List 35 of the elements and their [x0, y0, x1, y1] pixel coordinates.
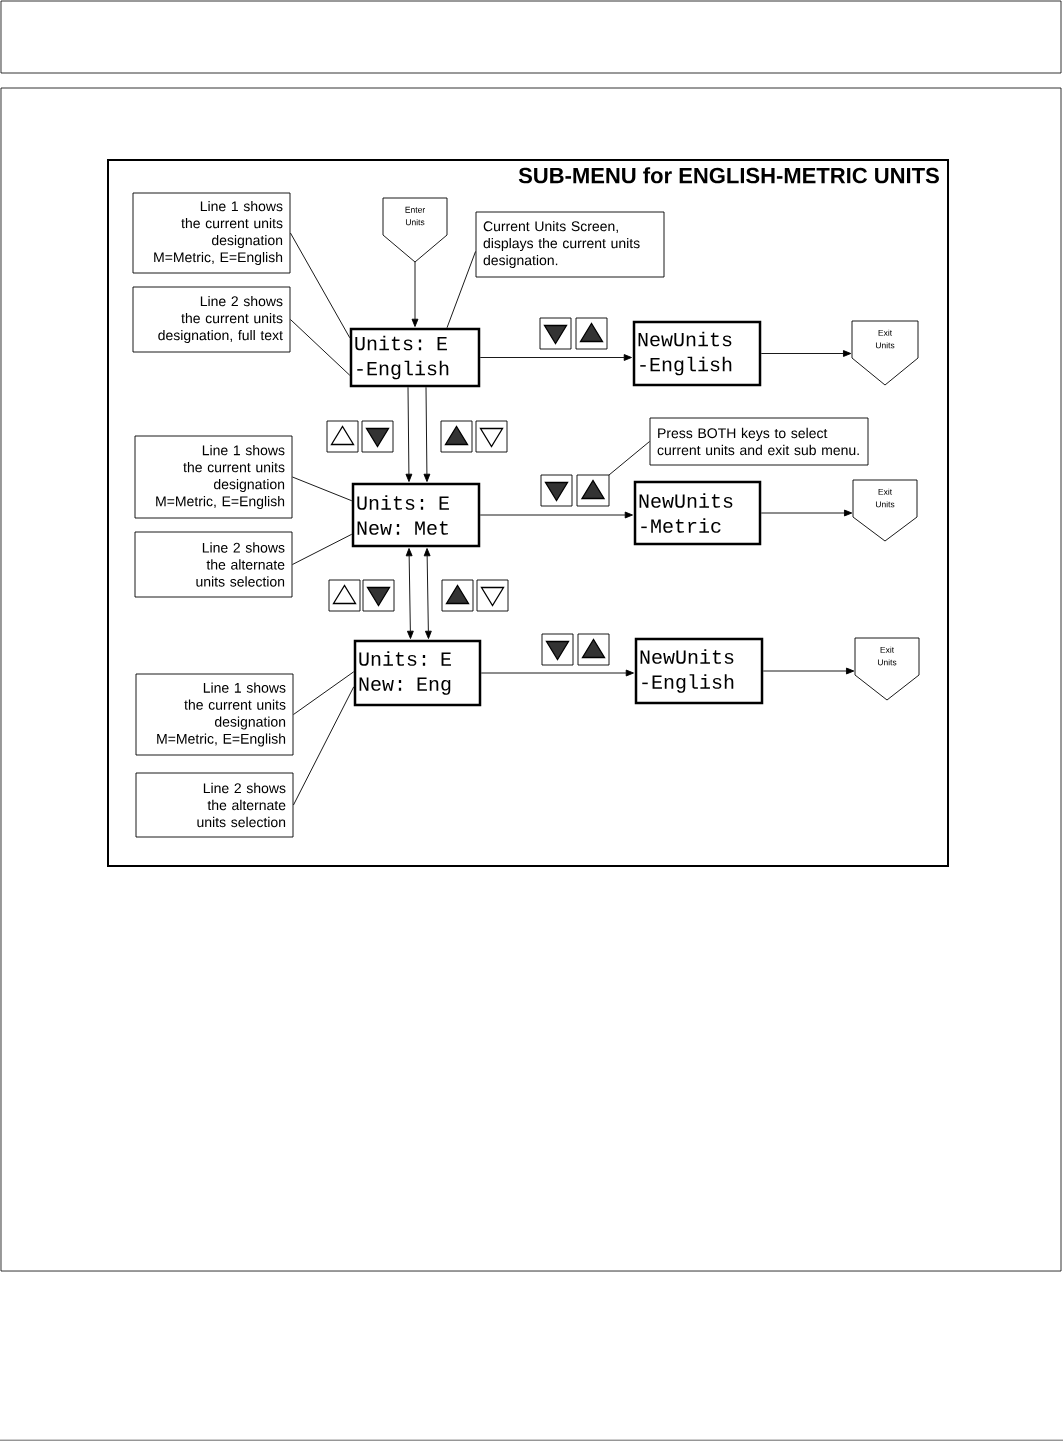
display-screen: Units: E New: Met	[351, 482, 481, 548]
display-screen: NewUnits -Metric	[633, 480, 762, 546]
arrow	[760, 509, 853, 517]
arrow	[480, 669, 634, 677]
arrow	[405, 386, 413, 482]
note-box: Current Units Screen, displays the current units designation.	[475, 211, 665, 278]
arrow	[411, 261, 419, 327]
note-box: Line 1 shows the current units designation M=Metric, E=English	[132, 192, 291, 274]
display-screen: Units: E New: Eng	[353, 639, 482, 707]
note-box: Press BOTH keys to select current units and exit sub menu.	[649, 417, 869, 466]
note-box: Line 2 shows the current units designation, full text	[132, 286, 291, 353]
leader-line	[608, 441, 650, 476]
note-box: Line 2 shows the alternate units selection	[135, 772, 294, 838]
arrow	[423, 386, 431, 482]
note-box: Line 2 shows the alternate units selection	[134, 531, 293, 598]
display-screen: NewUnits -English	[632, 320, 762, 387]
leader-line	[293, 686, 355, 806]
arrow	[762, 667, 855, 675]
title: SUB-MENU for ENGLISH-METRIC UNITS	[518, 167, 939, 184]
up-key-icon	[576, 474, 610, 507]
leader-line	[290, 319, 351, 376]
leader-line	[290, 232, 351, 339]
display-screen: NewUnits -English	[634, 637, 764, 705]
leader-line	[293, 671, 355, 715]
display-screen: Units: E -English	[349, 327, 481, 388]
note-box: Line 1 shows the current units designation M=Metric, E=English	[135, 673, 294, 756]
leader-line	[446, 251, 476, 329]
arrow	[423, 548, 432, 639]
arrow	[479, 354, 632, 361]
arrow	[479, 511, 633, 519]
arrow	[760, 350, 852, 357]
arrow	[405, 548, 414, 639]
leader-line	[292, 476, 353, 502]
leader-line	[292, 533, 353, 565]
note-box: Line 1 shows the current units designation M=Metric, E=English	[134, 435, 293, 519]
